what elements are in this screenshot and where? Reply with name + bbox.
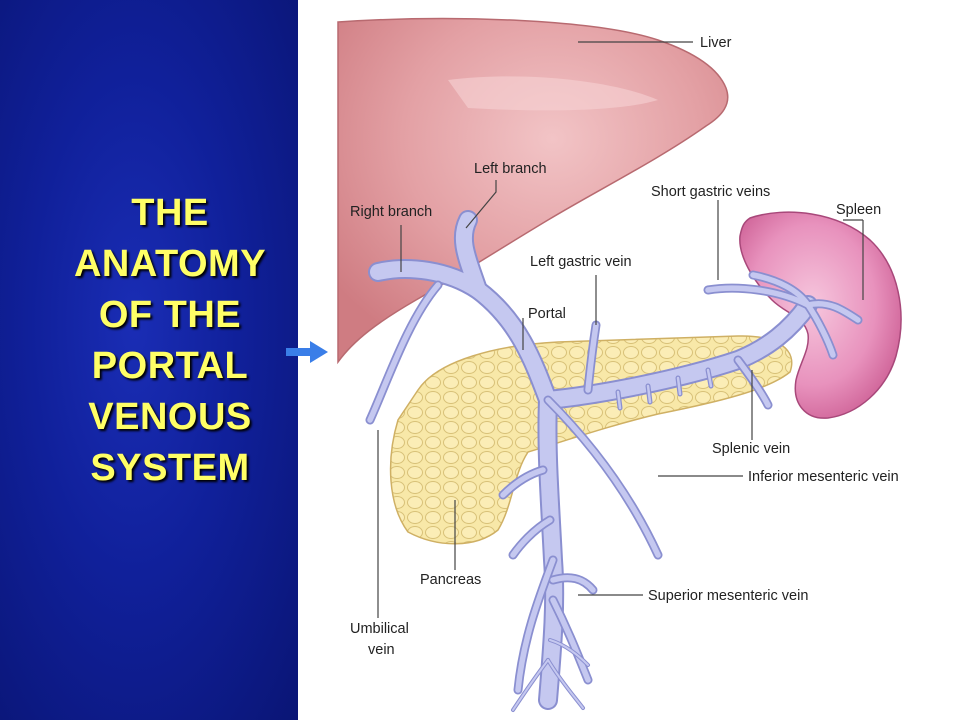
label-umbilical-vein: Umbilical	[350, 621, 409, 637]
pancreas	[389, 335, 793, 545]
title-panel	[0, 0, 298, 720]
label-liver: Liver	[700, 35, 732, 51]
label-pancreas: Pancreas	[420, 572, 481, 588]
label-portal: Portal	[528, 306, 566, 322]
label-left-branch: Left branch	[474, 161, 547, 177]
label-superior-mesenteric-vein: Superior mesenteric vein	[648, 588, 808, 604]
label-splenic-vein: Splenic vein	[712, 441, 790, 457]
vein-tree	[365, 210, 863, 712]
title-line: ANATOMY	[73, 243, 267, 285]
liver-highlight	[448, 76, 658, 111]
label-umbilical-vein-line2: vein	[368, 642, 395, 658]
title-line: SYSTEM	[90, 447, 250, 489]
title-line: THE	[131, 192, 209, 234]
spleen	[739, 211, 902, 419]
portal-venous-diagram: Liver Left branch Right branch Short gas…	[337, 17, 902, 712]
leader-lines	[377, 41, 864, 618]
slide-title: THE ANATOMY OF THE PORTAL VENOUS SYSTEM	[0, 188, 340, 494]
label-spleen: Spleen	[836, 202, 881, 218]
title-line: PORTAL	[91, 345, 249, 387]
title-line: OF THE	[98, 294, 242, 336]
title-line: VENOUS	[88, 396, 252, 438]
label-left-gastric-vein: Left gastric vein	[530, 254, 632, 270]
label-short-gastric-veins: Short gastric veins	[651, 184, 770, 200]
label-inferior-mesenteric-vein: Inferior mesenteric vein	[748, 469, 899, 485]
label-right-branch: Right branch	[350, 204, 432, 220]
arrow-right-icon	[286, 341, 328, 363]
